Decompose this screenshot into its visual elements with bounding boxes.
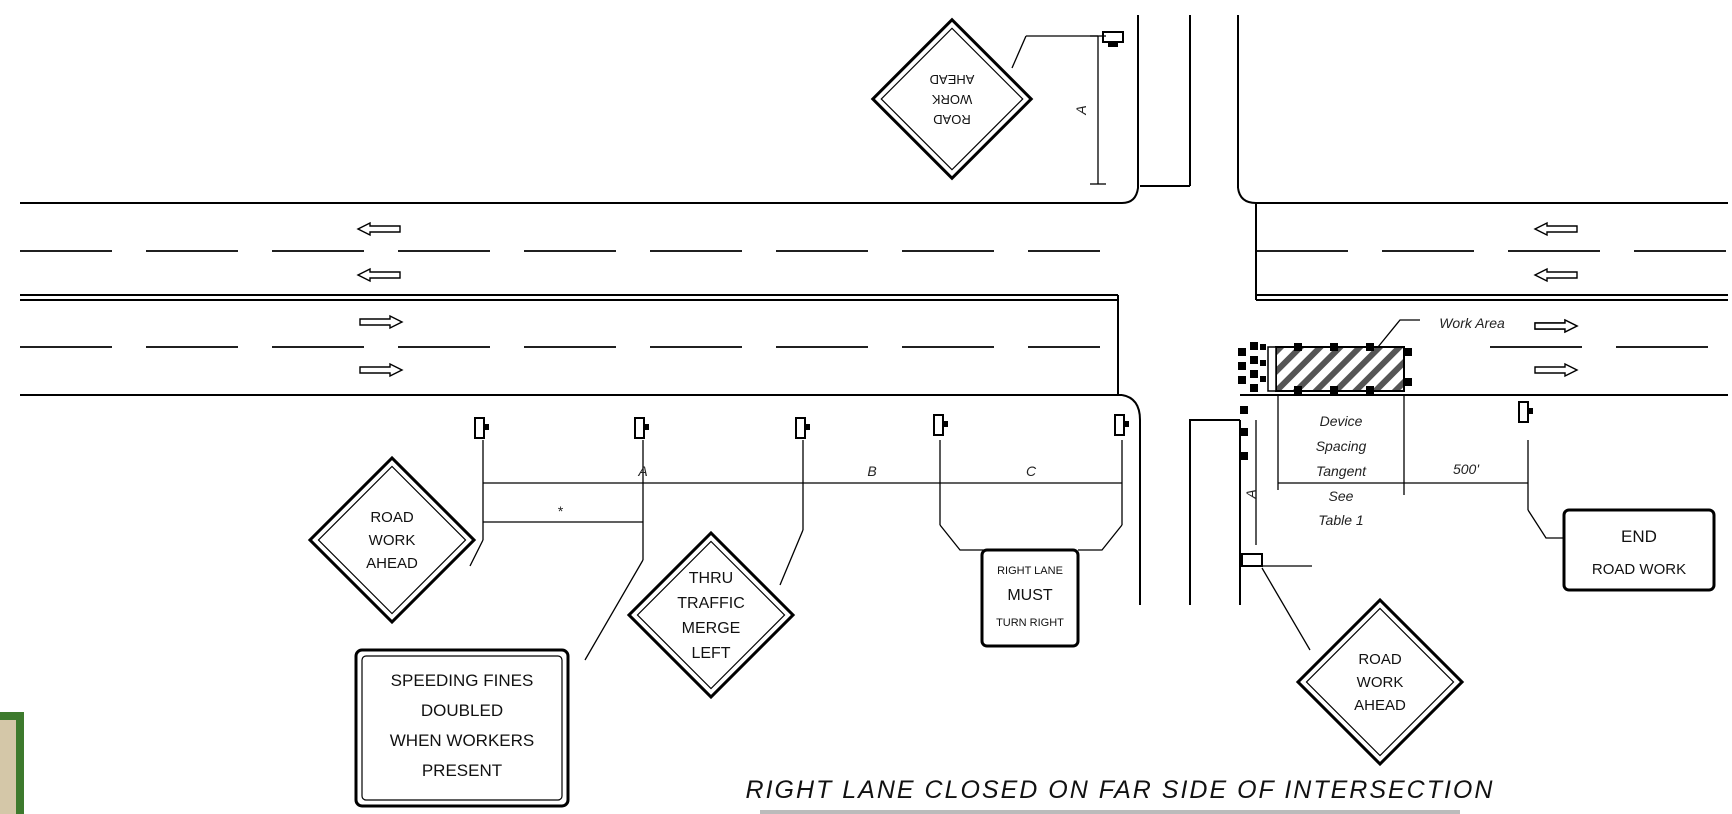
svg-text:DOUBLED: DOUBLED (421, 701, 503, 720)
svg-text:PRESENT: PRESENT (422, 761, 502, 780)
sign-right-lane-must-turn-right: RIGHT LANE MUST TURN RIGHT (980, 548, 1080, 648)
work-area: Work Area (1238, 315, 1579, 460)
svg-text:See: See (1329, 488, 1354, 504)
svg-text:AHEAD: AHEAD (1354, 697, 1406, 714)
westbound-arrow-icon (1533, 221, 1578, 237)
device-spacing-label: Device Spacing Tangent See Table 1 (1316, 413, 1367, 528)
dimension-b-label: B (867, 463, 876, 479)
svg-text:TRAFFIC: TRAFFIC (677, 595, 745, 612)
svg-text:RIGHT LANE: RIGHT LANE (997, 565, 1063, 577)
sign-thru-traffic-merge-left: THRU TRAFFIC MERGE LEFT (626, 530, 796, 700)
dimension-a-label: A (637, 463, 647, 479)
svg-text:Spacing: Spacing (1316, 438, 1367, 454)
svg-text:WHEN WORKERS: WHEN WORKERS (390, 731, 535, 750)
work-area-arrow-icon (1534, 318, 1579, 334)
svg-text:AHEAD: AHEAD (366, 555, 418, 572)
diagram-caption: RIGHT LANE CLOSED ON FAR SIDE OF INTERSE… (746, 776, 1495, 804)
sign-road-work-ahead-left: ROAD WORK AHEAD (307, 455, 477, 625)
dimension-top-a-label: A (1073, 105, 1089, 115)
svg-text:TURN RIGHT: TURN RIGHT (996, 617, 1064, 629)
eastbound-arrow-icon (359, 362, 404, 378)
sign-end-road-work: END ROAD WORK (1562, 508, 1716, 592)
svg-text:Device: Device (1320, 413, 1363, 429)
dimension-c-label: C (1026, 463, 1037, 479)
svg-text:ROAD: ROAD (370, 509, 414, 526)
caption-cropped-line (760, 810, 1460, 814)
svg-text:THRU: THRU (689, 570, 733, 587)
svg-text:ROAD: ROAD (933, 112, 971, 127)
dimension-side-a-label: A (1243, 489, 1259, 499)
channelizing-devices (1238, 342, 1412, 460)
svg-text:SPEEDING FINES: SPEEDING FINES (391, 671, 534, 690)
svg-text:MUST: MUST (1007, 587, 1053, 604)
svg-text:WORK: WORK (369, 532, 416, 549)
svg-text:Table 1: Table 1 (1318, 512, 1363, 528)
westbound-arrow-icon (1533, 267, 1578, 283)
dimension-lines: A B C * 500' A A Device Spacing Tangent … (482, 35, 1529, 560)
svg-text:END: END (1621, 527, 1657, 546)
work-area-label: Work Area (1439, 315, 1505, 331)
svg-text:LEFT: LEFT (691, 645, 730, 662)
svg-text:ROAD WORK: ROAD WORK (1592, 561, 1686, 578)
sign-road-work-ahead-top: ROAD WORK AHEAD (870, 17, 1034, 181)
svg-text:AHEAD: AHEAD (930, 72, 975, 87)
roadway (20, 15, 1728, 605)
westbound-arrow-icon (356, 221, 401, 237)
leader-lines (469, 35, 1565, 661)
cropped-thumbnail-fragment (0, 712, 24, 814)
svg-text:WORK: WORK (1357, 674, 1404, 691)
dimension-500-label: 500' (1453, 461, 1480, 477)
svg-text:WORK: WORK (931, 92, 972, 107)
sign-speeding-fines: SPEEDING FINES DOUBLED WHEN WORKERS PRES… (354, 648, 570, 808)
svg-text:ROAD: ROAD (1358, 651, 1402, 668)
sign-posts (474, 31, 1534, 567)
sign-road-work-ahead-bottom: ROAD WORK AHEAD (1295, 597, 1465, 767)
svg-text:MERGE: MERGE (682, 620, 741, 637)
westbound-arrow-icon (356, 267, 401, 283)
dimension-star-label: * (557, 503, 563, 519)
svg-text:Tangent: Tangent (1316, 463, 1367, 479)
eastbound-arrow-icon (359, 314, 404, 330)
eastbound-arrow-icon (1534, 362, 1579, 378)
